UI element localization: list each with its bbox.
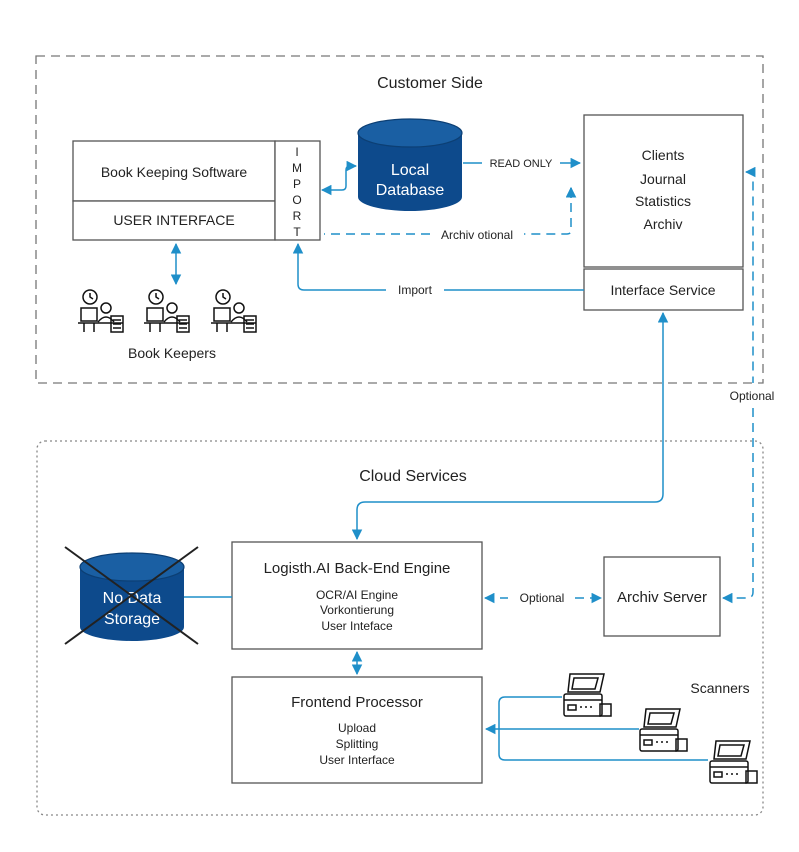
cloud-services-title: Cloud Services xyxy=(359,468,467,485)
archiv-optional-label: Archiv otional xyxy=(441,228,513,242)
book-keepers-label: Book Keepers xyxy=(128,345,216,361)
backend-engine-line: OCR/AI Engine xyxy=(316,588,398,602)
import-letter: P xyxy=(293,177,301,191)
journal-label: Journal xyxy=(640,171,686,187)
book-keeper-icon xyxy=(211,289,257,333)
book-keeper-icon xyxy=(78,289,124,333)
scanner-icon xyxy=(563,673,612,717)
import-letter: M xyxy=(292,161,302,175)
edge-interface-import xyxy=(298,244,584,291)
archiv-server-box xyxy=(603,556,721,637)
no-data-storage-label: No Data xyxy=(103,590,162,607)
scanner-icon xyxy=(709,740,758,784)
no-data-storage-label: Storage xyxy=(104,611,160,628)
read-only-label: READ ONLY xyxy=(490,158,553,170)
archiv-label: Archiv xyxy=(644,216,683,232)
backend-engine-line: User Inteface xyxy=(321,619,393,633)
frontend-processor-title: Frontend Processor xyxy=(291,694,423,711)
clients-label: Clients xyxy=(642,147,685,163)
backend-engine-line: Vorkontierung xyxy=(320,603,394,617)
optional-label-right: Optional xyxy=(730,389,775,403)
no-data-storage-database-icon xyxy=(79,552,185,641)
import-letter: O xyxy=(292,193,301,207)
customer-side-title: Customer Side xyxy=(377,75,483,92)
book-keeper-icon xyxy=(144,289,190,333)
backend-engine-title: Logisth.AI Back-End Engine xyxy=(264,560,451,577)
scanner-icon xyxy=(639,708,688,752)
import-letter: T xyxy=(293,225,301,239)
book-keeping-software-label: Book Keeping Software xyxy=(101,164,248,180)
local-database-icon xyxy=(357,118,463,211)
local-database-label: Local xyxy=(391,162,429,179)
clients-journal-box xyxy=(583,114,744,268)
statistics-label: Statistics xyxy=(635,193,691,209)
backend-engine-box xyxy=(231,541,483,650)
edge-scanners-frontend xyxy=(486,696,708,761)
edge-interface-backend xyxy=(351,311,669,541)
edge-archiv-optional xyxy=(324,188,571,235)
optional-label-middle: Optional xyxy=(520,591,565,605)
edge-clients-archiv-server xyxy=(723,172,753,598)
user-interface-box xyxy=(72,200,276,241)
cross-out-icon xyxy=(64,546,199,645)
interface-service-label: Interface Service xyxy=(610,282,715,298)
frontend-processor-line: Upload xyxy=(338,721,376,735)
frontend-processor-line: User Interface xyxy=(319,753,395,767)
local-database-label: Database xyxy=(376,182,445,199)
frontend-processor-box xyxy=(231,676,483,784)
edge-import-database xyxy=(320,160,358,196)
scanners-label: Scanners xyxy=(690,680,749,696)
frontend-processor-line: Splitting xyxy=(336,737,379,751)
archiv-server-label: Archiv Server xyxy=(617,589,707,606)
import-label: Import xyxy=(398,283,433,297)
import-box xyxy=(274,140,321,241)
import-letter: I xyxy=(295,145,298,159)
import-letter: R xyxy=(293,209,302,223)
user-interface-label: USER INTERFACE xyxy=(113,212,234,228)
